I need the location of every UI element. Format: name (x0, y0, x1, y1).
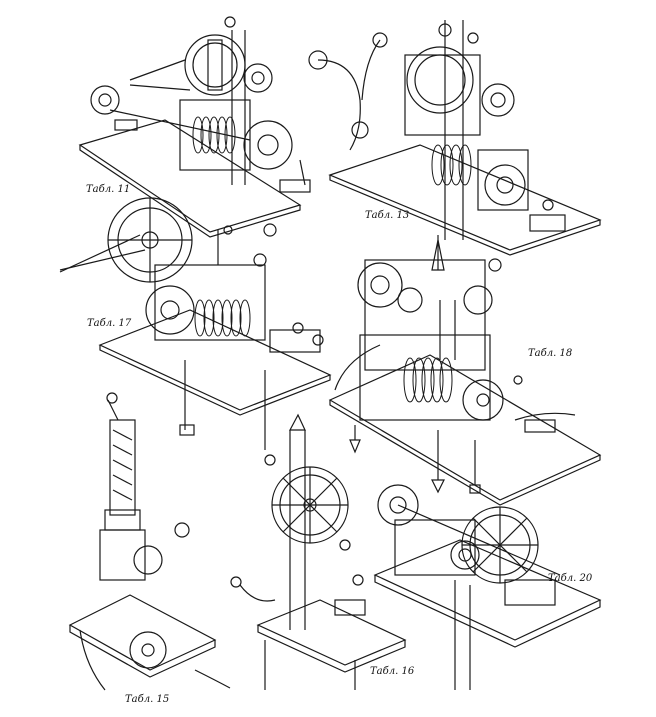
machine-20-drawing (373, 484, 602, 690)
machine-15-drawing (68, 392, 231, 691)
table-17-label: Табл. 17 (87, 318, 132, 329)
table-20-label: Табл. 20 (548, 573, 593, 584)
table-18-label: Табл. 18 (528, 348, 573, 359)
machine-16-drawing (230, 413, 407, 690)
table-11-label: Табл. 11 (86, 184, 131, 195)
machine-18-drawing (328, 235, 602, 506)
machine-17-drawing (59, 197, 332, 450)
table-13-label: Табл. 13 (365, 210, 410, 221)
table-16-label: Табл. 16 (370, 666, 415, 677)
table-15-label: Табл. 15 (125, 694, 170, 705)
machine-13-drawing (308, 20, 602, 272)
machine-11-drawing (78, 16, 311, 238)
